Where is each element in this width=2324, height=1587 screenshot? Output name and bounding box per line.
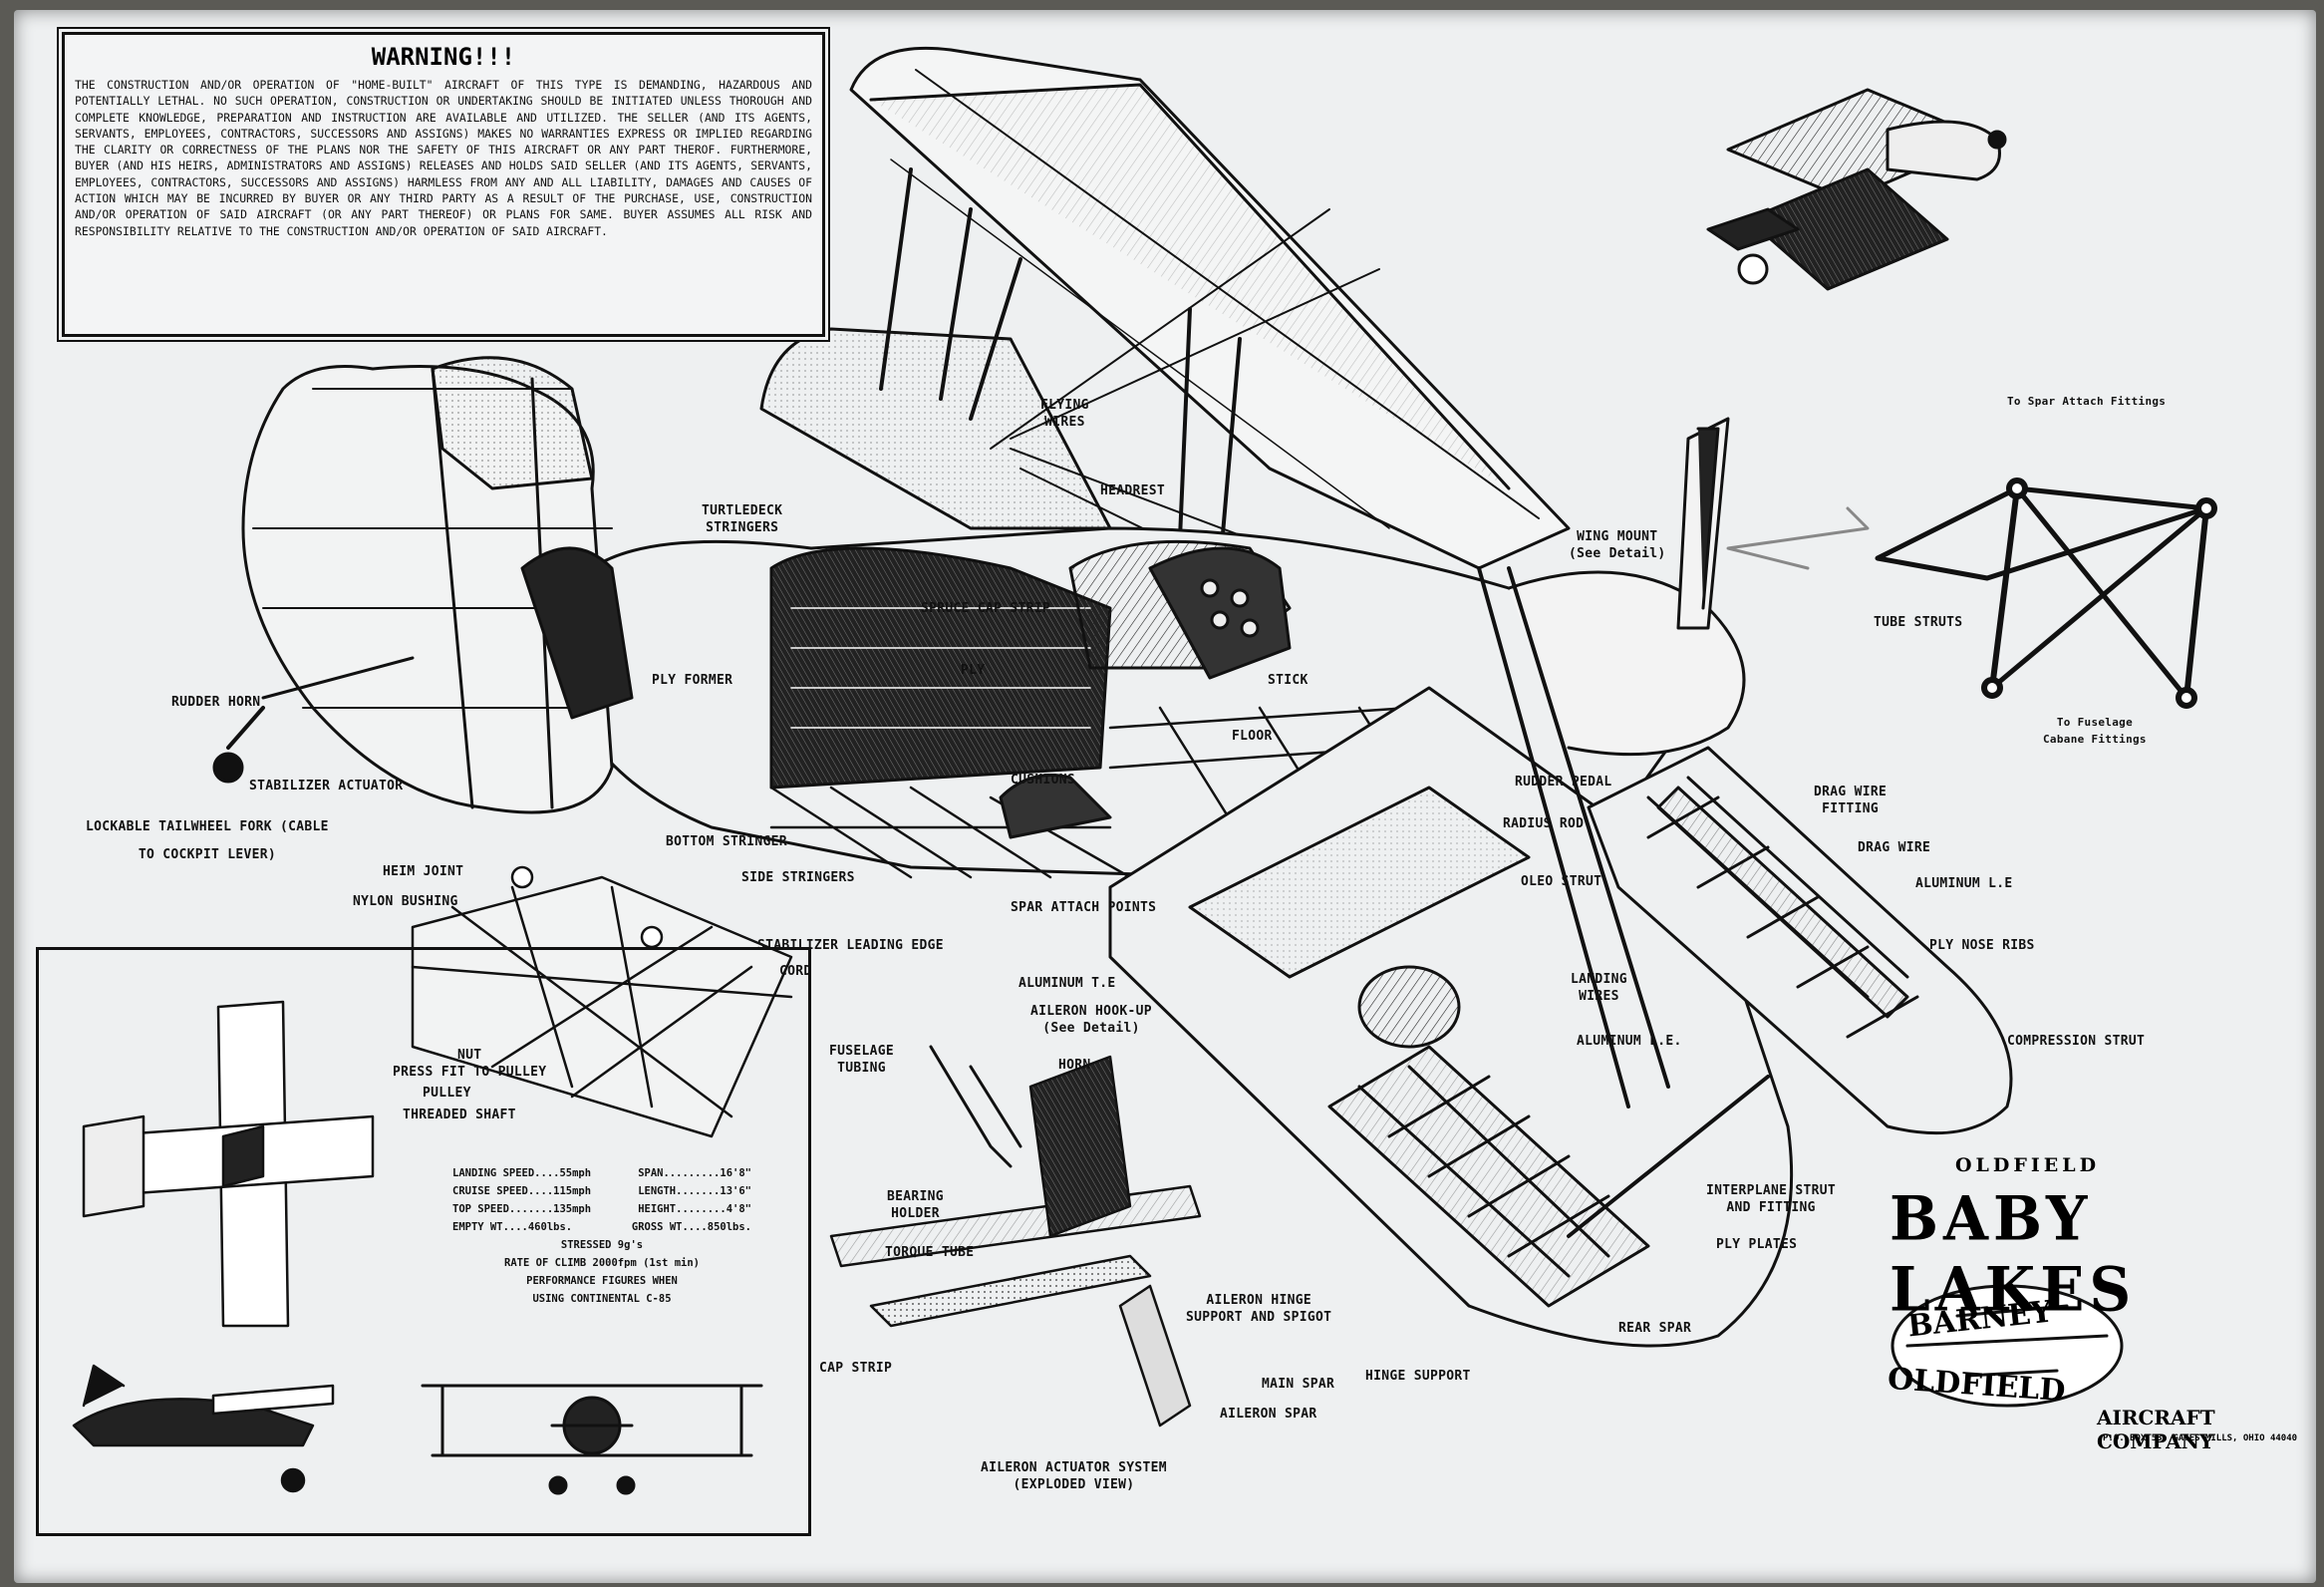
spec-perf-note-1: PERFORMANCE FIGURES WHEN: [526, 1275, 678, 1287]
perspective-view: [1706, 88, 2007, 291]
label-main-spar: MAIN SPAR: [1262, 1377, 1335, 1392]
three-view-inset: [36, 947, 811, 1536]
label-threaded-shaft: THREADED SHAFT: [403, 1108, 516, 1122]
label-nut: NUT PRESS FIT TO PULLEY: [393, 1048, 547, 1080]
barney-oldfield-logo: [1890, 1284, 2124, 1408]
label-side-stringers: SIDE STRINGERS: [741, 870, 855, 885]
label-aileron-hookup: AILERON HOOK-UP (See Detail): [1030, 1004, 1152, 1036]
warning-title: WARNING!!!: [371, 43, 516, 71]
interplane-struts: [1477, 566, 1770, 1238]
spec-length: LENGTH.......13'6": [638, 1185, 751, 1197]
label-ply-former: PLY FORMER: [652, 673, 733, 688]
spec-cruise-speed: CRUISE SPEED....115mph: [452, 1185, 592, 1197]
spec-perf-note-2: USING CONTINENTAL C-85: [532, 1293, 672, 1305]
upper-right-panel: [1587, 746, 2013, 1135]
label-torque-tube: TORQUE TUBE: [885, 1245, 975, 1260]
spec-climb: RATE OF CLIMB 2000fpm (1st min): [504, 1257, 700, 1269]
stabilizer-detail: [411, 865, 793, 1138]
spec-span: SPAN.........16'8": [638, 1167, 751, 1179]
cabane-strut-detail: [1875, 477, 2217, 709]
label-landing-wires: LANDING WIRES: [1571, 972, 1627, 1004]
label-rear-spar: REAR SPAR: [1618, 1321, 1692, 1336]
spec-top-speed: TOP SPEED.......135mph: [452, 1203, 592, 1215]
label-stabilizer-actuator: STABILIZER ACTUATOR: [249, 779, 404, 794]
cutaway-drawing: [72, 46, 2217, 1495]
label-aileron-hinge: AILERON HINGE SUPPORT AND SPIGOT: [1186, 1293, 1332, 1325]
label-bearing-holder: BEARING HOLDER: [887, 1189, 944, 1221]
label-drag-wire: DRAG WIRE: [1858, 840, 1931, 855]
label-flying-wires: FLYING WIRES: [1040, 398, 1089, 430]
warning-box: WARNING!!! The construction and/or opera…: [62, 32, 825, 337]
label-cap-strip: CAP STRIP: [819, 1361, 893, 1376]
warning-text: The construction and/or operation of "ho…: [75, 78, 812, 238]
poster-sheet: WARNING!!! The construction and/or opera…: [14, 10, 2316, 1583]
spec-landing-speed: LANDING SPEED....55mph: [452, 1167, 592, 1179]
label-wing-mount: WING MOUNT (See Detail): [1569, 529, 1666, 561]
label-compression-strut: COMPRESSION STRUT: [2007, 1034, 2146, 1049]
label-spruce-cap-strip: SPRUCE CAP STRIP: [921, 601, 1051, 616]
upper-wing: [849, 46, 1571, 570]
aileron-actuator-detail: [829, 1045, 1202, 1428]
label-radius-rod: RADIUS ROD: [1503, 816, 1585, 831]
label-oleo-strut: OLEO STRUT: [1521, 874, 1602, 889]
label-pulley: PULLEY: [423, 1086, 471, 1101]
label-fuselage-cabane: To Fuselage Cabane Fittings: [2043, 716, 2147, 746]
label-aileron-spar: AILERON SPAR: [1220, 1407, 1317, 1422]
spec-gross-weight: GROSS WT....850lbs.: [631, 1221, 751, 1233]
three-view-side: [72, 1364, 335, 1493]
label-hinge-support: HINGE SUPPORT: [1365, 1369, 1471, 1384]
label-cord: CORD: [779, 964, 812, 979]
label-bottom-stringer: BOTTOM STRINGER: [666, 834, 787, 849]
label-aluminum-le-upper: ALUMINUM L.E: [1915, 876, 2013, 891]
label-fuselage-tubing: FUSELAGE TUBING: [829, 1044, 895, 1076]
label-heim-joint: HEIM JOINT: [383, 864, 464, 879]
label-aluminum-te: ALUMINUM T.E: [1018, 976, 1116, 991]
label-aileron-actuator-system: AILERON ACTUATOR SYSTEM (EXPLODED VIEW): [981, 1460, 1167, 1492]
label-rudder-pedal: RUDDER PEDAL: [1515, 775, 1612, 790]
cabane-struts: [879, 167, 1242, 570]
label-cushions: CUSHIONS: [1011, 773, 1076, 788]
three-view-top: [82, 1000, 375, 1328]
label-rudder-horn: RUDDER HORN: [171, 695, 261, 710]
label-stabilizer-le: STABILIZER LEADING EDGE: [757, 938, 944, 953]
label-ply: PLY: [961, 663, 986, 678]
label-spar-attach-points: SPAR ATTACH POINTS: [1011, 900, 1157, 915]
tail-assembly: [212, 356, 634, 814]
label-ply-nose-ribs: PLY NOSE RIBS: [1929, 938, 2035, 953]
spec-height: HEIGHT........4'8": [638, 1203, 751, 1215]
label-stick: STICK: [1268, 673, 1308, 688]
label-spar-fittings: To Spar Attach Fittings: [2007, 395, 2167, 408]
company-address: P.O. BOX 53, GATES MILLS, OHIO 44040: [2103, 1433, 2298, 1443]
label-headrest: HEADREST: [1100, 483, 1166, 498]
center-section: [759, 327, 1112, 530]
label-ply-plates: PLY PLATES: [1716, 1237, 1798, 1252]
spec-empty-weight: EMPTY WT....460lbs.: [452, 1221, 573, 1233]
spec-stressed: STRESSED 9g's: [560, 1239, 644, 1251]
label-drag-wire-fitting: DRAG WIRE FITTING: [1814, 785, 1888, 816]
three-view-front: [421, 1384, 763, 1495]
company-name: AIRCRAFT COMPANY: [2097, 1406, 2215, 1453]
label-interplane-strut: INTERPLANE STRUT AND FITTING: [1706, 1183, 1837, 1215]
engine-nose: [1507, 417, 1746, 757]
label-tailwheel: LOCKABLE TAILWHEEL FORK (CABLE TO COCKPI…: [86, 819, 329, 862]
label-aluminum-le-lower: ALUMINUM L.E.: [1577, 1034, 1682, 1049]
label-turtledeck: TURTLEDECK STRINGERS: [702, 503, 783, 535]
label-floor: FLOOR: [1232, 729, 1273, 744]
label-nylon-bushing: NYLON BUSHING: [353, 894, 458, 909]
title-oldfield: OLDFIELD: [1955, 1154, 2101, 1176]
label-horn: HORN: [1058, 1058, 1091, 1073]
performance-specs: LANDING SPEED....55mph SPAN.........16'8"…: [452, 1164, 751, 1308]
arrow-wing-mount: [1726, 506, 1870, 570]
label-tube-struts: TUBE STRUTS: [1874, 615, 1963, 630]
title-baby-lakes: BABY LAKES: [1889, 1182, 2137, 1326]
